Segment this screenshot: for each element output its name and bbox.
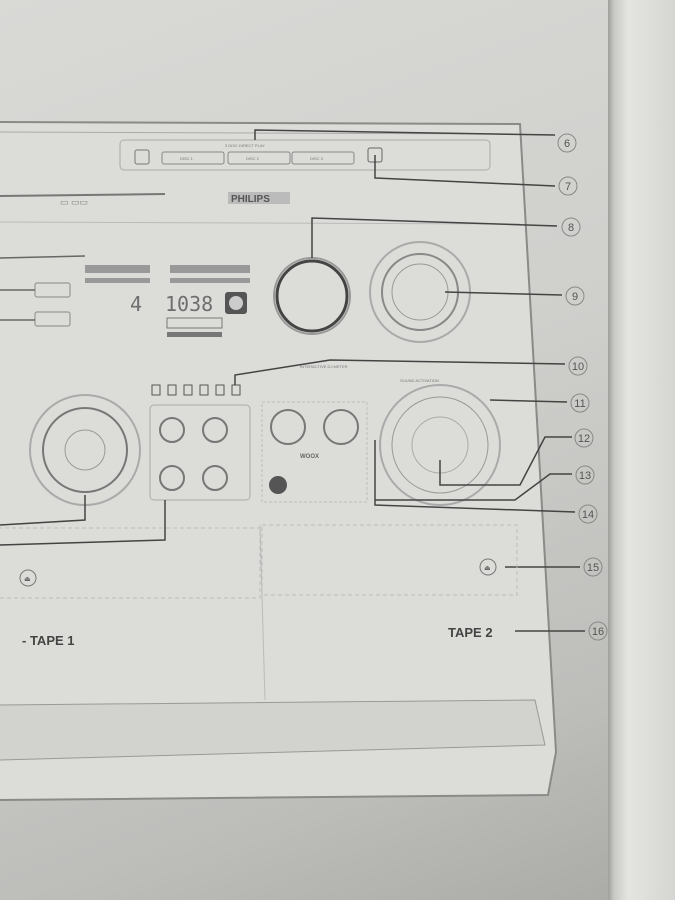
- svg-text:10: 10: [572, 361, 584, 373]
- tape2-label: TAPE 2: [448, 625, 493, 640]
- sound-activation-label: SOUND ACTIVATION: [400, 378, 439, 383]
- svg-text:15: 15: [587, 562, 599, 574]
- svg-text:14: 14: [582, 509, 594, 521]
- svg-text:9: 9: [572, 291, 578, 303]
- tape2-door: [261, 524, 518, 596]
- disc-button-2: DISC 2: [227, 151, 291, 165]
- callout-7: 7: [558, 176, 578, 196]
- callout-13: 13: [575, 465, 595, 485]
- brand-logo-bg: [228, 192, 290, 204]
- disc-direct-play-label: 3 DISC DIRECT PLAY: [225, 143, 265, 148]
- callout-10: 10: [568, 356, 588, 376]
- callout-11: 11: [570, 393, 590, 413]
- disc-button-3: DISC 3: [291, 151, 355, 165]
- display-panel: 4 1038: [85, 265, 250, 337]
- transport-dial: [42, 407, 128, 493]
- woox-level-button: [323, 409, 359, 445]
- jog-knob: [275, 259, 349, 333]
- interactive-meter-label: INTERACTIVE DJ METER: [300, 364, 348, 369]
- display-disc-number: 4: [130, 292, 142, 316]
- svg-text:DISC 1: DISC 1: [180, 156, 194, 161]
- svg-text:11: 11: [574, 398, 585, 410]
- svg-text:8: 8: [568, 222, 574, 234]
- woox-label: WOOX: [300, 454, 319, 460]
- svg-text:16: 16: [592, 626, 604, 638]
- source-buttons: [151, 384, 241, 396]
- tape-buttons-panel: [149, 404, 251, 501]
- disc-tray-strip: [119, 139, 491, 171]
- tape2-eject-button: [479, 558, 497, 576]
- callout-12: 12: [574, 428, 594, 448]
- page-edge: [608, 0, 675, 900]
- callout-6: 6: [557, 133, 577, 153]
- bottom-base: [0, 699, 546, 761]
- svg-text:▭ ▭▭: ▭ ▭▭: [60, 197, 88, 207]
- disc-button-1: DISC 1: [161, 151, 225, 165]
- svg-text:DISC 2: DISC 2: [246, 156, 260, 161]
- svg-text:6: 6: [564, 138, 570, 150]
- callout-leaders: [0, 129, 585, 632]
- woox-on-off-button: [270, 409, 306, 445]
- callout-15: 15: [583, 557, 603, 577]
- callout-9: 9: [565, 286, 585, 306]
- svg-text:7: 7: [565, 181, 571, 193]
- display-time: 1038: [165, 292, 213, 316]
- sound-activation-ring: [379, 384, 501, 506]
- unit-outline: [0, 121, 558, 801]
- svg-text:⏏: ⏏: [24, 576, 31, 583]
- svg-text:12: 12: [578, 433, 590, 445]
- open-close-button: [134, 149, 150, 165]
- callout-14: 14: [578, 504, 598, 524]
- brand-logo: PHILIPS: [231, 194, 270, 205]
- tape1-door: [0, 527, 261, 599]
- tape1-eject-button: [19, 569, 37, 587]
- clock-button: [34, 311, 71, 327]
- svg-text:13: 13: [579, 470, 591, 482]
- callout-16: 16: [588, 621, 608, 641]
- svg-text:DISC 3: DISC 3: [310, 156, 324, 161]
- tape1-label: - TAPE 1: [22, 633, 75, 648]
- woox-panel: [261, 401, 368, 503]
- woox-logo: [269, 476, 287, 494]
- callout-8: 8: [561, 217, 581, 237]
- svg-text:⏏: ⏏: [484, 565, 491, 572]
